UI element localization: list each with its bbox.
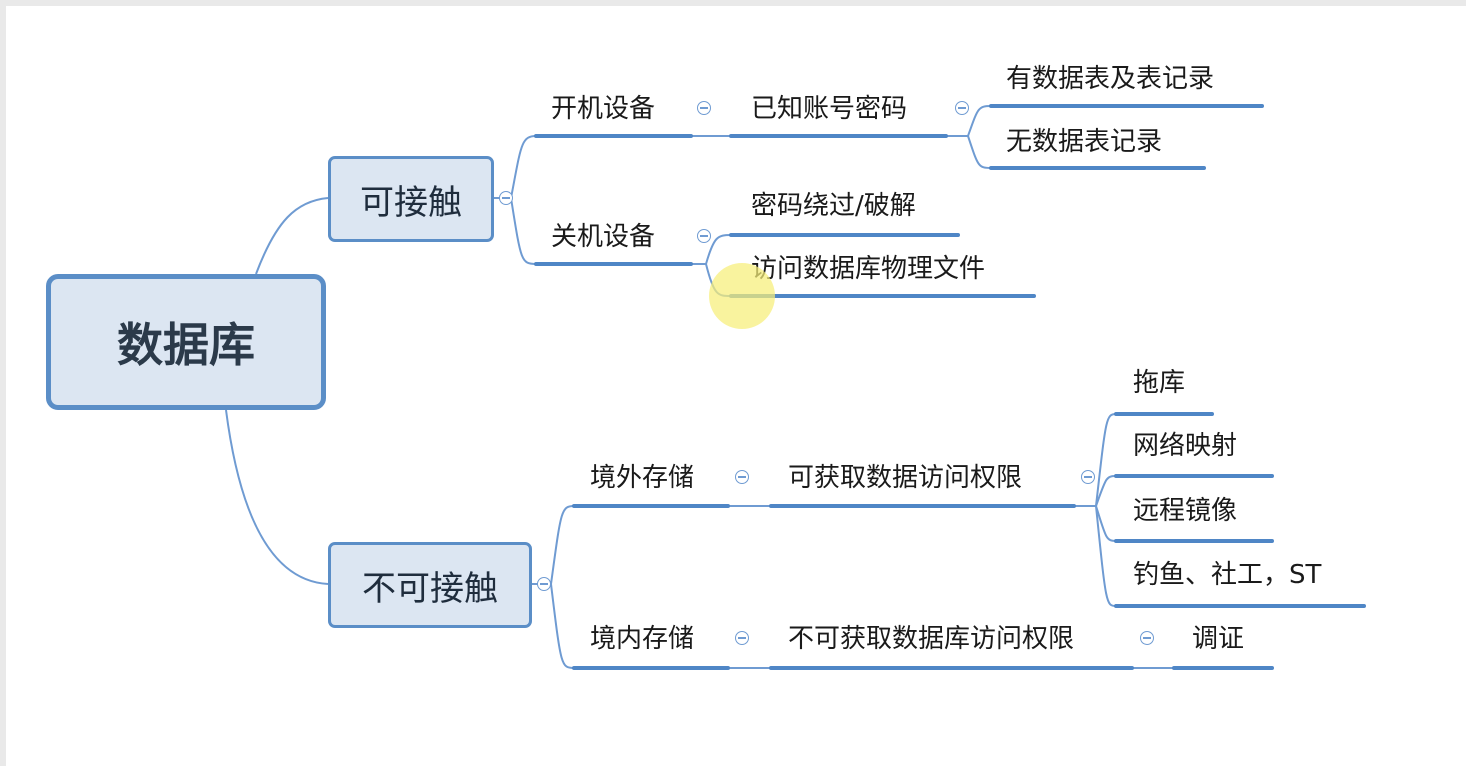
collapse-access-available-icon[interactable]: [1081, 470, 1095, 484]
cursor-highlight-icon: [709, 263, 775, 329]
collapse-contact-icon[interactable]: [499, 191, 513, 205]
node-has-tables[interactable]: 有数据表及表记录: [1006, 64, 1215, 94]
node-known-credentials[interactable]: 已知账号密码: [751, 94, 908, 124]
node-network-mapping[interactable]: 网络映射: [1133, 431, 1238, 461]
collapse-powered-on-icon[interactable]: [697, 101, 711, 115]
collapse-domestic-icon[interactable]: [735, 631, 749, 645]
topic-node-contact[interactable]: 可接触: [328, 156, 494, 242]
topic-node-contact-label: 可接触: [360, 182, 462, 223]
node-domestic-storage[interactable]: 境内存储: [590, 624, 695, 654]
node-password-bypass[interactable]: 密码绕过/破解: [751, 191, 916, 221]
mindmap-canvas: 数据库 可接触 不可接触 开机设备 已知账号密码 有数据表及表记录 无数据表记录…: [6, 6, 1466, 766]
node-remote-mirror[interactable]: 远程镜像: [1133, 496, 1238, 526]
collapse-non-contact-icon[interactable]: [537, 577, 551, 591]
collapse-powered-off-icon[interactable]: [697, 229, 711, 243]
root-node[interactable]: 数据库: [46, 274, 326, 410]
node-no-tables[interactable]: 无数据表记录: [1006, 127, 1163, 157]
collapse-known-credentials-icon[interactable]: [955, 101, 969, 115]
node-no-access[interactable]: 不可获取数据库访问权限: [788, 624, 1075, 654]
root-node-label: 数据库: [117, 318, 255, 372]
node-overseas-storage[interactable]: 境外存储: [590, 463, 695, 493]
node-powered-off[interactable]: 关机设备: [551, 222, 656, 252]
node-evidence-retrieval[interactable]: 调证: [1192, 624, 1245, 654]
collapse-overseas-icon[interactable]: [735, 470, 749, 484]
topic-node-non-contact[interactable]: 不可接触: [328, 542, 532, 628]
node-physical-files[interactable]: 访问数据库物理文件: [751, 254, 986, 284]
node-access-available[interactable]: 可获取数据访问权限: [788, 463, 1023, 493]
topic-node-non-contact-label: 不可接触: [362, 568, 498, 609]
node-phishing[interactable]: 钓鱼、社工，ST: [1133, 560, 1322, 590]
collapse-no-access-icon[interactable]: [1140, 631, 1154, 645]
node-dump-db[interactable]: 拖库: [1133, 368, 1186, 398]
node-powered-on[interactable]: 开机设备: [551, 94, 656, 124]
